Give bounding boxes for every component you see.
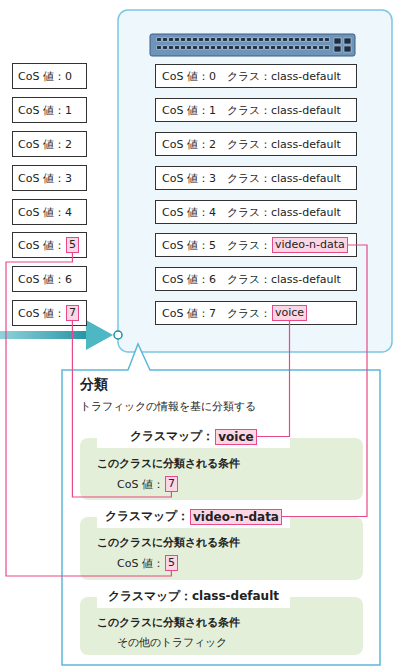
text-row: CoS 値：7 クラス： voice <box>162 305 307 321</box>
label-text: CoS 値：2 <box>18 137 72 152</box>
class-result-box: CoS 値：5 クラス： video-n-data <box>155 233 357 257</box>
callout-panel <box>62 344 380 665</box>
cos-input-box: CoS 値： 7 <box>12 300 87 326</box>
link-path <box>282 245 367 517</box>
label-text: CoS 値： <box>117 477 164 492</box>
text-row: クラスマップ： video-n-data <box>105 508 282 525</box>
classification-panel: 分類トラフィックの情報を基に分類するこのクラスに分類される条件 CoS 値： 7 クラ… <box>62 370 380 665</box>
label-text: 7 <box>69 306 76 319</box>
class-result-box: CoS 値：7 クラス： voice <box>155 301 357 325</box>
text-row: CoS 値： 7 <box>18 305 79 321</box>
cos-input-box: CoS 値：1 <box>12 97 87 123</box>
label-text: トラフィックの情報を基に分類する <box>80 399 362 414</box>
switch-uplink <box>344 46 351 52</box>
label-text: このクラスに分類される条件 <box>97 456 363 471</box>
switch-body <box>150 34 355 56</box>
label-text: CoS 値：4 <box>18 205 72 220</box>
label-text: クラスマップ： <box>130 428 214 445</box>
label-text: CoS 値：5 クラス： <box>162 238 271 253</box>
label-text: 5 <box>168 556 175 569</box>
class-map-box: このクラスに分類される条件CoS 値：5クラスマップ：video-n-data <box>80 517 363 580</box>
link-path <box>6 253 171 576</box>
class-result-box: CoS 値：0 クラス：class-default <box>155 64 357 88</box>
label-text: クラスマップ：class-default <box>108 588 279 605</box>
class-result-box: CoS 値：4 クラス：class-default <box>155 200 357 224</box>
link-line <box>282 245 367 517</box>
highlight-tag: voice <box>215 429 256 445</box>
text-row: クラスマップ： voice <box>130 428 256 445</box>
cos-input-box: CoS 値： 5 <box>12 232 87 258</box>
label-text: CoS 値：3 クラス：class-default <box>162 171 341 186</box>
link-line <box>6 253 171 576</box>
label-text: このクラスに分類される条件 <box>97 615 363 630</box>
class-map-header: クラスマップ： video-n-data <box>97 505 290 528</box>
switch-uplink <box>344 38 351 44</box>
cos-input-box: CoS 値：0 <box>12 63 87 89</box>
label-text: video-n-data <box>193 510 279 524</box>
class-result-box: CoS 値：6 クラス：class-default <box>155 267 357 291</box>
cos-input-box: CoS 値：3 <box>12 165 87 191</box>
class-result-box: CoS 値：3 クラス：class-default <box>155 166 357 190</box>
highlight-tag: 7 <box>165 476 178 492</box>
link-path <box>257 321 290 437</box>
label-text: CoS 値：1 クラス：class-default <box>162 103 341 118</box>
switch-uplink <box>334 38 341 44</box>
switch-ports <box>156 37 330 53</box>
label-text: CoS 値：0 クラス：class-default <box>162 69 341 84</box>
flow-arrow-head <box>86 320 113 350</box>
link-line <box>72 321 171 497</box>
class-result-box: CoS 値：1 クラス：class-default <box>155 98 357 122</box>
cos-input-box: CoS 値：2 <box>12 131 87 157</box>
device-panel <box>118 10 392 352</box>
text-row: CoS 値： 5 <box>18 237 79 253</box>
label-text: CoS 値： <box>18 306 65 321</box>
cos-input-box: CoS 値：4 <box>12 199 87 225</box>
label-text: CoS 値：2 クラス：class-default <box>162 137 341 152</box>
label-text: クラスマップ： <box>105 508 189 525</box>
label-text: 5 <box>69 238 76 251</box>
cos-input-box: CoS 値：6 <box>12 266 87 292</box>
flow-arrow-tip <box>114 331 122 339</box>
highlight-tag: 5 <box>165 555 178 571</box>
text-row: その他のトラフィック <box>117 635 363 650</box>
text-row: CoS 値：5 クラス： video-n-data <box>162 237 348 253</box>
label-text: CoS 値：1 <box>18 103 72 118</box>
label-text: CoS 値：4 クラス：class-default <box>162 205 341 220</box>
label-text: video-n-data <box>275 238 345 251</box>
text-row: CoS 値： 5 <box>117 555 363 571</box>
label-text: CoS 値：6 クラス：class-default <box>162 272 341 287</box>
switch-uplink <box>334 46 341 52</box>
text-row: CoS 値： 7 <box>117 476 363 492</box>
label-text: CoS 値：0 <box>18 69 72 84</box>
class-map-box: このクラスに分類される条件CoS 値：7クラスマップ：voice <box>80 438 363 500</box>
label-text: CoS 値：7 クラス： <box>162 306 271 321</box>
highlight-tag: video-n-data <box>272 237 348 253</box>
highlight-tag: 5 <box>66 237 79 253</box>
class-map-header: クラスマップ：class-default <box>97 585 290 608</box>
class-result-box: CoS 値：2 クラス：class-default <box>155 132 357 156</box>
label-text: CoS 値：6 <box>18 272 72 287</box>
class-map-header: クラスマップ： voice <box>97 425 290 448</box>
link-line <box>257 321 290 437</box>
label-text: voice <box>218 430 253 444</box>
label-text: このクラスに分類される条件 <box>97 535 363 550</box>
label-text: CoS 値：3 <box>18 171 72 186</box>
highlight-tag: video-n-data <box>190 509 282 525</box>
label-text: その他のトラフィック <box>117 635 227 650</box>
label-text: CoS 値： <box>18 238 65 253</box>
label-text: 分類 <box>80 376 362 394</box>
label-text: 7 <box>168 477 175 490</box>
link-path <box>72 321 171 497</box>
label-text: CoS 値： <box>117 556 164 571</box>
label-text: voice <box>275 306 304 319</box>
highlight-tag: voice <box>272 305 307 321</box>
flow-arrow-band <box>0 331 94 339</box>
highlight-tag: 7 <box>66 305 79 321</box>
class-map-box: このクラスに分類される条件その他のトラフィッククラスマップ：class-defa… <box>80 597 363 655</box>
